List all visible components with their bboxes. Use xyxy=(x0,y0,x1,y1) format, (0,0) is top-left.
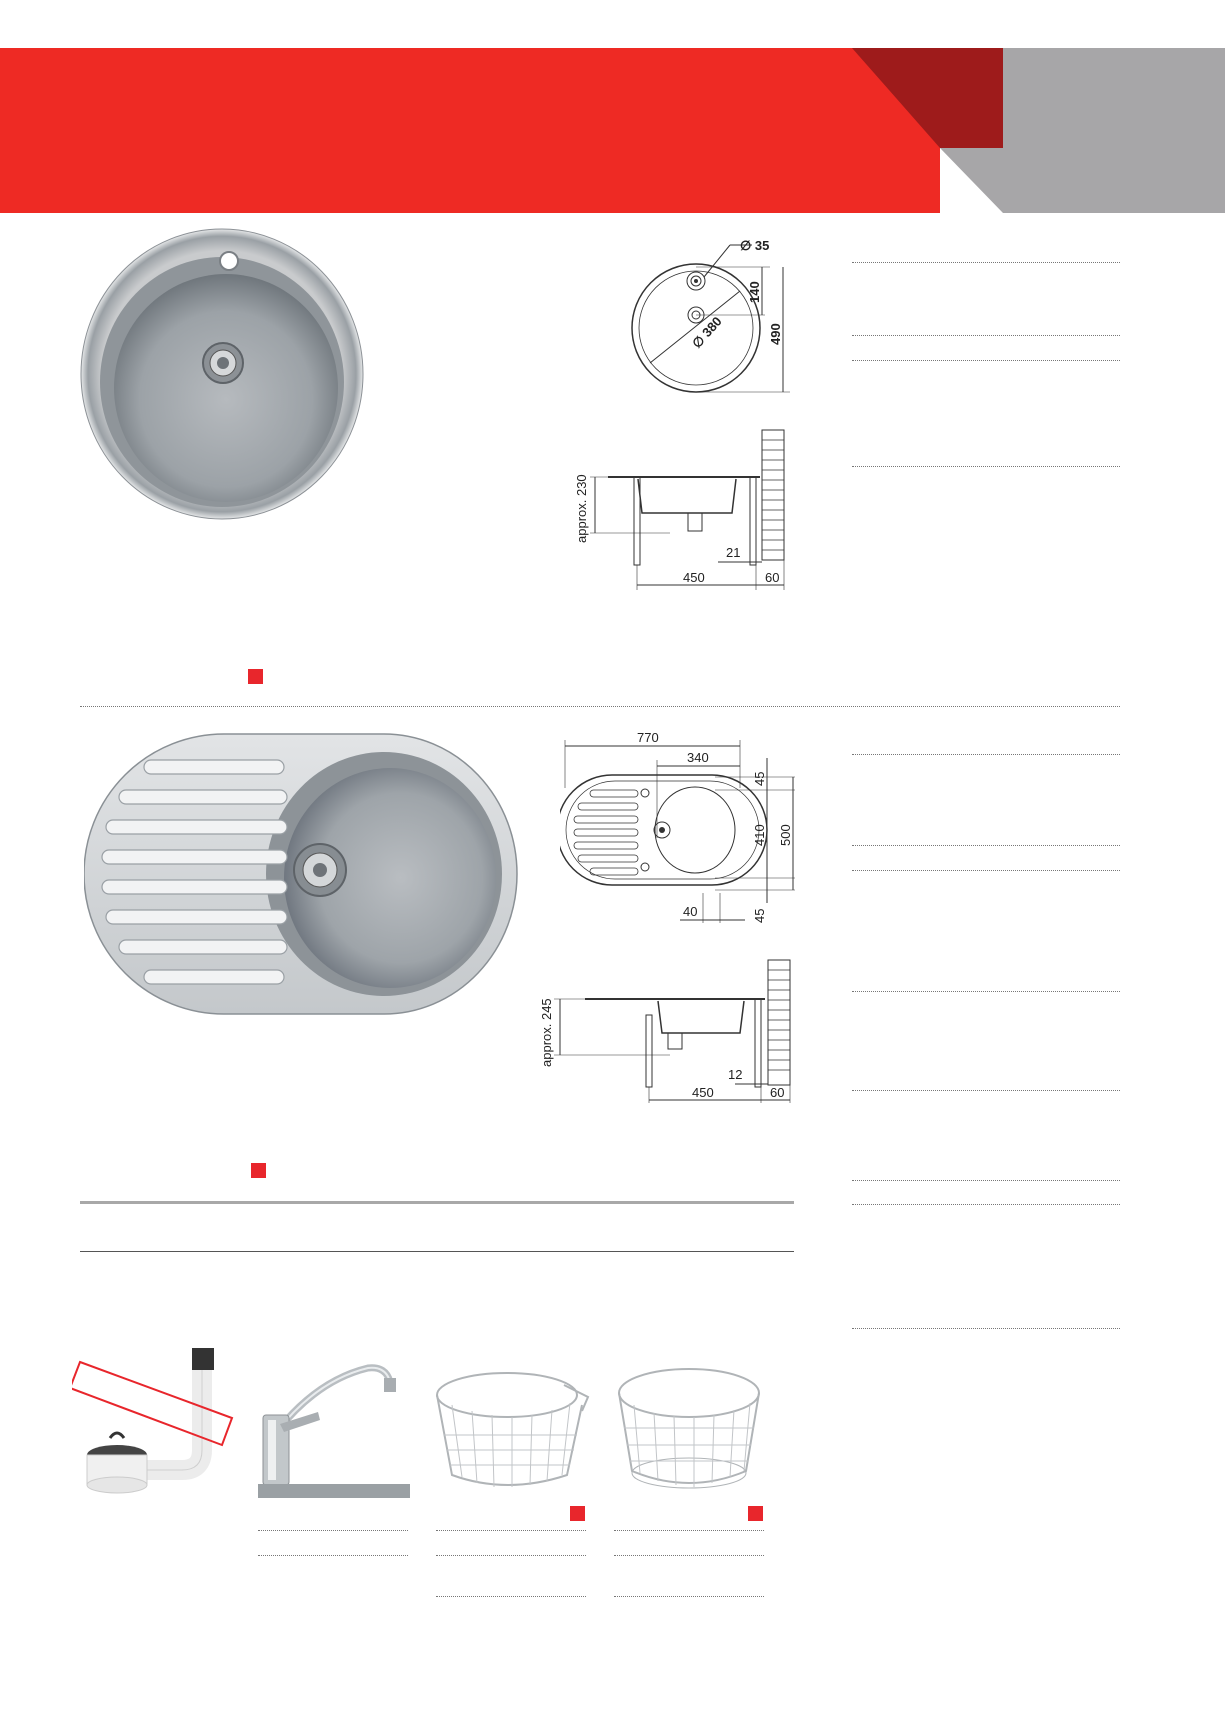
depth-dim-label: 140 xyxy=(747,281,762,303)
spec-divider xyxy=(852,360,1120,361)
spec-divider xyxy=(852,870,1120,871)
spec-divider xyxy=(852,754,1120,755)
accessory-divider xyxy=(614,1530,764,1531)
overall-dim-label: 490 xyxy=(768,323,783,345)
hole-dim-label: ∅ 35 xyxy=(740,238,769,253)
length-dim-label: 770 xyxy=(637,730,659,745)
marker-square xyxy=(248,669,263,684)
drainer-basket-photo xyxy=(436,1372,590,1488)
height-dim-label: approx. 230 xyxy=(574,474,589,543)
spec-divider xyxy=(852,845,1120,846)
bowl-dim-label: ∅ 380 xyxy=(689,314,725,351)
section-divider xyxy=(80,706,1120,707)
accessory-divider xyxy=(258,1555,408,1556)
spec-divider xyxy=(852,1180,1120,1181)
accessory-divider xyxy=(258,1530,408,1531)
round-sink-side-drawing: approx. 230 21 450 60 xyxy=(574,429,785,590)
height-dim-label: approx. 245 xyxy=(539,998,554,1067)
accessories-bottom-rule xyxy=(80,1251,794,1252)
accessory-divider xyxy=(436,1596,586,1597)
spec-divider xyxy=(852,991,1120,992)
drainer-sink-photo xyxy=(84,733,518,1015)
width-dim-label: 500 xyxy=(778,824,793,846)
wall-dim-label: 60 xyxy=(765,570,779,585)
spec-divider xyxy=(852,1090,1120,1091)
accessory-divider xyxy=(614,1555,764,1556)
offset-dim-label: 21 xyxy=(726,545,740,560)
marker-square xyxy=(251,1163,266,1178)
top-margin-dim-label: 45 xyxy=(752,772,767,786)
round-sink-photo xyxy=(80,228,364,520)
marker-square xyxy=(570,1506,585,1521)
marker-square xyxy=(748,1506,763,1521)
width-dim-label: 450 xyxy=(692,1085,714,1100)
accessory-divider xyxy=(614,1596,764,1597)
banner-gray xyxy=(940,48,1225,213)
round-sink-top-drawing: ∅ 35 140 490 ∅ 380 xyxy=(631,238,790,393)
header-banner xyxy=(0,48,1225,213)
banner-red xyxy=(0,48,940,213)
drainer-sink-side-drawing: approx. 245 12 450 60 xyxy=(539,959,791,1103)
spec-divider xyxy=(852,1328,1120,1329)
bowl-dim-label: 410 xyxy=(752,824,767,846)
waste-kit-photo xyxy=(72,1340,242,1502)
spec-divider xyxy=(852,1204,1120,1205)
spec-divider xyxy=(852,262,1120,263)
bowl-offset-dim-label: 340 xyxy=(687,750,709,765)
spec-divider xyxy=(852,335,1120,336)
accessories-top-rule xyxy=(80,1201,794,1204)
accessory-divider xyxy=(436,1555,586,1556)
spec-divider xyxy=(852,466,1120,467)
bottom-margin-dim-label: 45 xyxy=(752,909,767,923)
wall-dim-label: 60 xyxy=(770,1085,784,1100)
banner-dark-red xyxy=(852,48,1003,148)
drainer-sink-top-dimensions: 770 340 45 410 500 45 40 xyxy=(564,730,795,923)
offset-dim-label: 12 xyxy=(728,1067,742,1082)
round-basket-photo xyxy=(618,1368,760,1489)
width-dim-label: 450 xyxy=(683,570,705,585)
tap-photo xyxy=(258,1364,410,1498)
accessory-divider xyxy=(436,1530,586,1531)
side-dim-label: 40 xyxy=(683,904,697,919)
drainer-sink-top-drawing xyxy=(560,725,768,886)
